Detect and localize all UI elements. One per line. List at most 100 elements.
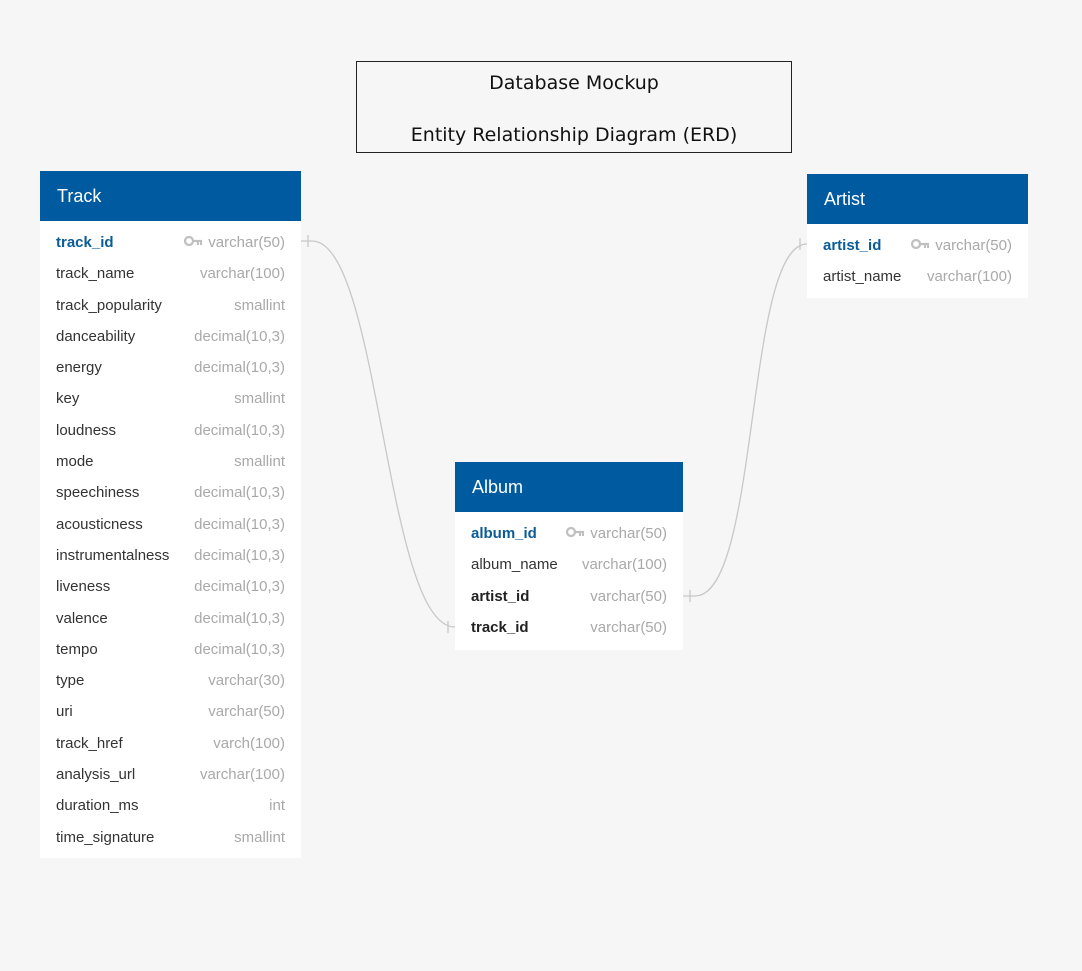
column-type-label: decimal(10,3) [194, 640, 285, 658]
column-name: mode [56, 453, 94, 471]
table-row[interactable]: artist_id varchar(50) [807, 230, 1028, 261]
column-type-label: smallint [234, 828, 285, 846]
table-row[interactable]: loudness decimal(10,3) [40, 415, 301, 446]
column-type: smallint [234, 290, 285, 321]
column-type: smallint [234, 446, 285, 477]
column-type-label: varchar(100) [926, 268, 1012, 286]
column-type: varchar(50) [911, 230, 1012, 261]
column-name: artist_name [823, 268, 902, 286]
column-type: decimal(10,3) [194, 571, 285, 602]
column-type-label: smallint [234, 296, 285, 314]
column-type-label: decimal(10,3) [194, 327, 285, 345]
column-type: varchar(50) [590, 612, 667, 643]
table-row[interactable]: track_id varchar(50) [40, 227, 301, 258]
table-row[interactable]: speechiness decimal(10,3) [40, 477, 301, 508]
table-row[interactable]: instrumentalness decimal(10,3) [40, 540, 301, 571]
column-name: instrumentalness [56, 546, 170, 564]
column-type-label: varchar(50) [208, 703, 285, 721]
diagram-subtitle: Entity Relationship Diagram (ERD) [410, 124, 738, 146]
column-type: varchar(50) [208, 696, 285, 727]
column-name: track_id [56, 234, 114, 251]
column-type-label: varchar(30) [208, 672, 285, 690]
table-artist[interactable]: Artist artist_id varchar(50) artist_name va… [807, 174, 1028, 298]
table-row[interactable]: acousticness decimal(10,3) [40, 509, 301, 540]
column-name: tempo [56, 640, 98, 658]
column-type: varchar(100) [927, 261, 1012, 292]
column-type-label: smallint [234, 453, 285, 471]
table-row[interactable]: album_id varchar(50) [455, 518, 683, 549]
column-name: track_href [56, 734, 123, 752]
column-type-label: decimal(10,3) [194, 515, 285, 533]
table-row[interactable]: valence decimal(10,3) [40, 603, 301, 634]
column-name: acousticness [56, 515, 143, 533]
column-type: decimal(10,3) [194, 321, 285, 352]
diagram-title: Database Mockup [489, 72, 659, 94]
column-type: varchar(100) [200, 258, 285, 289]
table-row[interactable]: tempo decimal(10,3) [40, 634, 301, 665]
column-type-label: smallint [234, 390, 285, 408]
column-type-label: decimal(10,3) [194, 421, 285, 439]
column-name: artist_id [823, 237, 882, 254]
column-type-label: varchar(100) [199, 766, 285, 784]
column-type-label: varchar(50) [590, 618, 667, 636]
column-type: decimal(10,3) [194, 509, 285, 540]
column-name: uri [56, 703, 73, 721]
column-type: varchar(30) [208, 665, 285, 696]
column-type-label: varchar(50) [935, 237, 1012, 254]
key-icon [184, 226, 203, 257]
column-type-label: decimal(10,3) [194, 546, 285, 564]
column-name: loudness [56, 421, 117, 439]
table-row[interactable]: uri varchar(50) [40, 696, 301, 727]
column-type: int [269, 790, 285, 821]
column-type-label: varchar(100) [199, 265, 285, 283]
table-row[interactable]: liveness decimal(10,3) [40, 571, 301, 602]
column-type: varchar(50) [590, 581, 667, 612]
column-name: type [56, 672, 85, 690]
column-name: track_popularity [56, 296, 162, 314]
column-type: smallint [234, 383, 285, 414]
table-row[interactable]: track_href varch(100) [40, 728, 301, 759]
column-type: smallint [234, 822, 285, 853]
table-row[interactable]: mode smallint [40, 446, 301, 477]
column-name: key [56, 390, 80, 408]
column-type-label: varchar(50) [208, 234, 285, 251]
table-header-album[interactable]: Album [455, 462, 683, 512]
column-type: decimal(10,3) [194, 603, 285, 634]
connector-track-album [301, 240, 456, 628]
column-type: varchar(100) [582, 549, 667, 580]
column-name: time_signature [56, 828, 155, 846]
column-type-label: varch(100) [213, 734, 285, 752]
table-header-track[interactable]: Track [40, 171, 301, 221]
column-type-label: decimal(10,3) [194, 484, 285, 502]
column-type: decimal(10,3) [194, 477, 285, 508]
column-type-label: int [269, 797, 285, 815]
column-type-label: decimal(10,3) [194, 359, 285, 377]
table-row[interactable]: type varchar(30) [40, 665, 301, 696]
column-name: duration_ms [56, 797, 139, 815]
table-row[interactable]: track_popularity smallint [40, 290, 301, 321]
diagram-title-box: Database Mockup Entity Relationship Diag… [356, 61, 792, 153]
column-name: valence [56, 609, 108, 627]
column-type: varchar(50) [566, 518, 667, 549]
table-header-artist[interactable]: Artist [807, 174, 1028, 224]
column-name: liveness [56, 578, 111, 596]
column-name: speechiness [56, 484, 140, 502]
table-row[interactable]: key smallint [40, 383, 301, 414]
table-row[interactable]: duration_ms int [40, 790, 301, 821]
table-row[interactable]: danceability decimal(10,3) [40, 321, 301, 352]
column-name: album_id [471, 525, 537, 542]
connector-album-artist [683, 243, 808, 597]
column-name: danceability [56, 327, 136, 345]
table-row[interactable]: time_signature smallint [40, 822, 301, 853]
table-row[interactable]: artist_name varchar(100) [807, 261, 1028, 292]
